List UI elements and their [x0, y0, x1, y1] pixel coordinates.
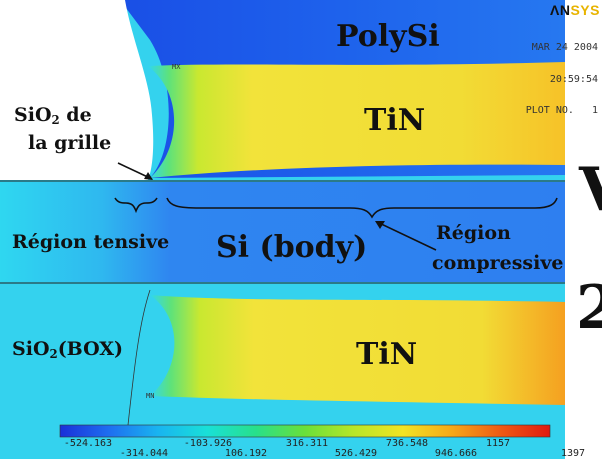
side-glyph-2: 2 [576, 273, 602, 343]
ansys-logo-a: ΛN [550, 2, 571, 18]
colorbar-tick-lower-1: 106.192 [224, 448, 268, 459]
sio2-gate-suffix: de [59, 104, 92, 126]
sio2-gate-label-line2: la grille [28, 132, 112, 154]
compressive-arrowhead [375, 221, 385, 229]
tensile-region-label: Région tensive [12, 231, 170, 253]
sio2-gate-subscript: 2 [51, 112, 60, 127]
tensile-brace [114, 197, 158, 214]
sio2-box-suffix: (BOX) [57, 338, 124, 360]
colorbar-tick-upper-3: 736.548 [385, 438, 429, 449]
si-body-label: Si (body) [216, 230, 368, 265]
sio2-gate-text: SiO [14, 104, 52, 126]
plot-time: 20:59:54 [549, 73, 598, 85]
sio2-box-label: SiO2(BOX) [12, 340, 123, 361]
sio2-box-subscript: 2 [49, 346, 58, 361]
colorbar-tick-lower-3: 946.666 [434, 448, 478, 459]
plot-date: MAR 24 2004 [531, 42, 598, 53]
tin-top-region [148, 62, 565, 178]
colorbar-tick-lower-2: 526.429 [334, 448, 378, 459]
compressive-region-label-line1: Région [436, 222, 511, 244]
plot-header: MAR 24 2004 20:59:54 PLOT NO. 1 [512, 22, 598, 138]
colorbar-strip [59, 424, 551, 438]
si-body-region [0, 182, 565, 282]
colorbar-tick-upper-0: -524.163 [63, 438, 113, 449]
colorbar-tick-lower-0: -314.044 [119, 448, 169, 459]
sio2-gate-label: SiO2 de [14, 106, 92, 127]
ansys-logo: ΛNSYS [550, 2, 600, 18]
stress-contour-plot [0, 0, 565, 459]
tin-bottom-label: TiN [356, 337, 418, 372]
ansys-logo-b: SYS [570, 2, 600, 18]
compressive-region-label-line2: compressive [432, 252, 564, 274]
sio2-box-text: SiO [12, 338, 50, 360]
colorbar-tick-upper-2: 316.311 [285, 438, 329, 449]
mn-marker: MN [146, 392, 155, 400]
tin-bottom-region [150, 295, 565, 405]
box-curve [127, 289, 151, 426]
compressive-arrow [376, 221, 437, 251]
gate-oxide-arrowhead [144, 172, 153, 180]
colorbar-tick-upper-1: -103.926 [183, 438, 233, 449]
side-glyph-v: V [579, 160, 602, 220]
colorbar-tick-lower-4: 1397 [560, 448, 586, 459]
plot-number: PLOT NO. 1 [525, 105, 598, 116]
mx-marker: MX [172, 63, 181, 71]
sio2-gate-cavity [0, 0, 154, 180]
tin-top-label: TiN [364, 103, 426, 138]
compressive-brace [166, 197, 558, 219]
polysi-label: PolySi [336, 19, 440, 54]
colorbar-tick-upper-4: 1157 [485, 438, 511, 449]
